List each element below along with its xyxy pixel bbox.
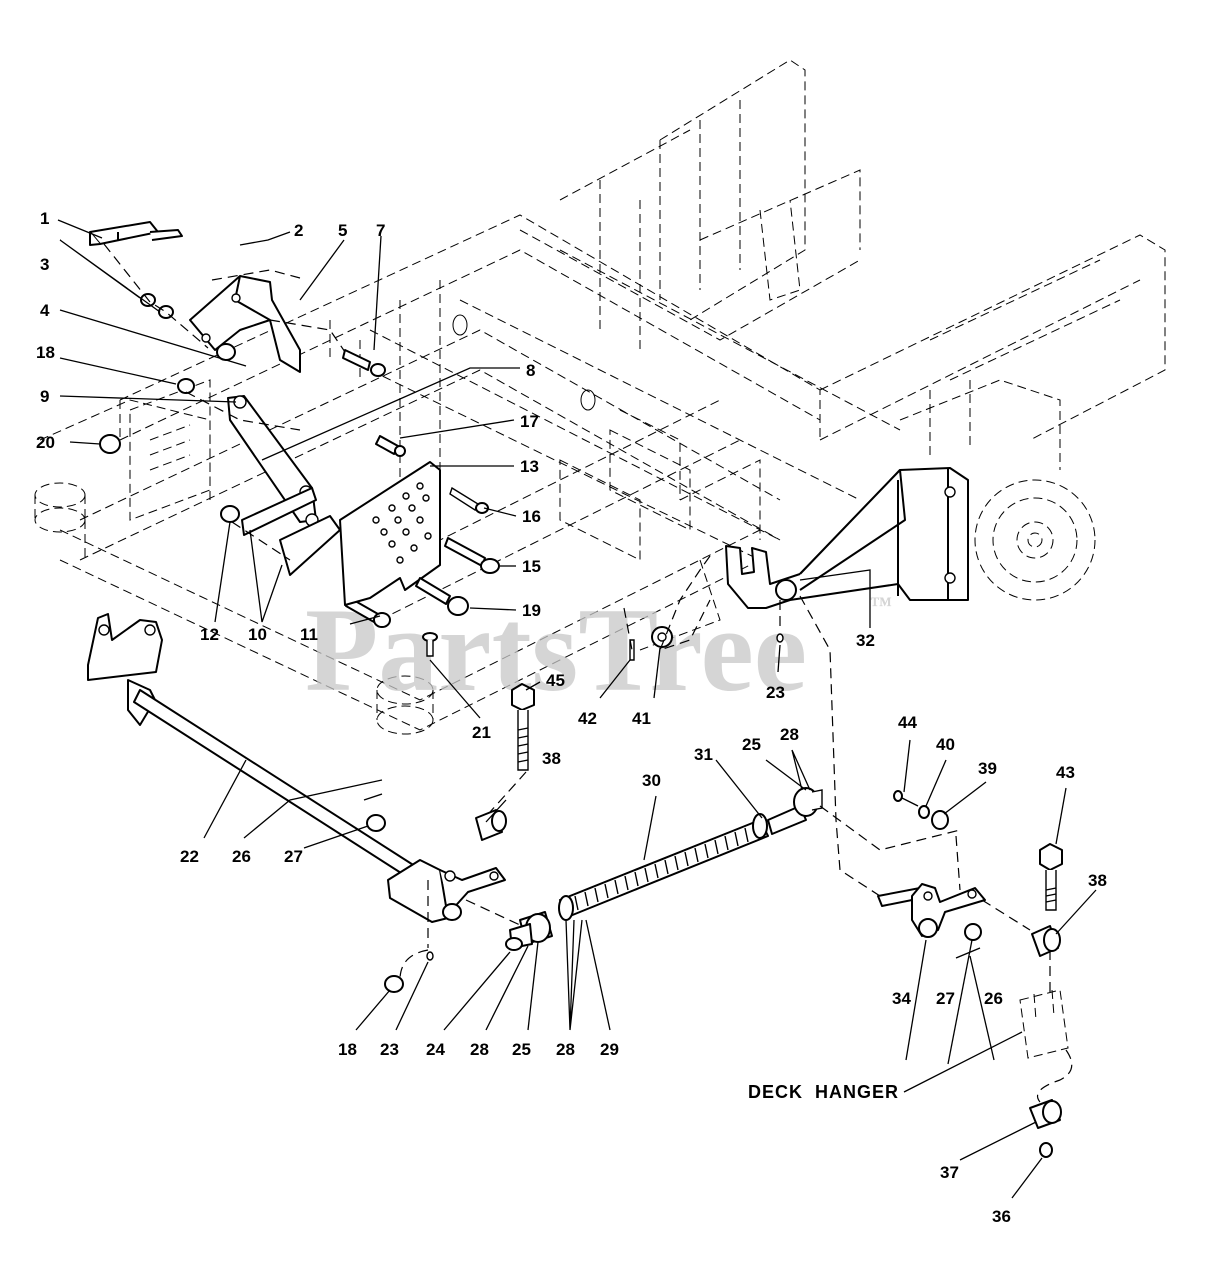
part-12-nut — [220, 505, 240, 523]
part-17-spacer — [375, 435, 406, 457]
callout-27-left: 27 — [284, 847, 303, 866]
callout-9: 9 — [40, 387, 49, 406]
part-36-nut — [1039, 1142, 1053, 1158]
part-32-bracket — [725, 467, 969, 609]
part-45-bolt — [511, 683, 535, 771]
callout-28-left: 28 — [470, 1040, 489, 1059]
callout-2: 2 — [294, 221, 303, 240]
callout-42: 42 — [578, 709, 597, 728]
deck-hanger-label: DECK HANGER — [748, 1082, 899, 1102]
callout-31: 31 — [694, 745, 713, 764]
callout-45: 45 — [546, 671, 565, 690]
callout-26-left: 26 — [232, 847, 251, 866]
part-26-pin-right — [955, 947, 981, 959]
part-20-nut — [99, 434, 121, 454]
callout-24: 24 — [426, 1040, 445, 1059]
part-40-lockwasher — [918, 805, 930, 819]
part-34-bracket — [877, 883, 986, 938]
part-26-pin-left — [363, 793, 383, 801]
callout-30: 30 — [642, 771, 661, 790]
leader-lines — [57, 219, 1097, 1199]
callout-16: 16 — [522, 507, 541, 526]
callout-18-upper: 18 — [36, 343, 55, 362]
callout-40: 40 — [936, 735, 955, 754]
callout-23-upper: 23 — [766, 683, 785, 702]
callout-25-upper: 25 — [742, 735, 761, 754]
mower-frame — [34, 59, 1166, 735]
callout-13: 13 — [520, 457, 539, 476]
callout-12: 12 — [200, 625, 219, 644]
part-5-bracket — [189, 275, 301, 373]
part-27-washer-right — [964, 923, 982, 941]
part-30-spring — [505, 787, 823, 951]
callout-22: 22 — [180, 847, 199, 866]
part-38-block-upper — [475, 809, 507, 841]
part-27-washer-left — [366, 814, 386, 832]
callout-17: 17 — [520, 412, 539, 431]
part-21-screw — [422, 632, 438, 657]
part-18-nut-upper — [177, 378, 195, 394]
callout-15: 15 — [522, 557, 541, 576]
part-15-pin — [444, 537, 500, 574]
callout-39: 39 — [978, 759, 997, 778]
deck-hanger — [1019, 989, 1069, 1059]
assembly-lines — [103, 243, 1073, 1103]
part-39-washer — [931, 810, 949, 830]
callout-28-mid: 28 — [556, 1040, 575, 1059]
callout-41: 41 — [632, 709, 651, 728]
part-23-pin-upper — [776, 633, 784, 643]
callout-26-right: 26 — [984, 989, 1003, 1008]
callout-38-upper: 38 — [542, 749, 561, 768]
callout-19: 19 — [522, 601, 541, 620]
part-1-pin — [89, 221, 183, 246]
callout-10: 10 — [248, 625, 267, 644]
callout-21: 21 — [472, 723, 491, 742]
callout-20: 20 — [36, 433, 55, 452]
trademark-symbol: ™ — [870, 592, 892, 617]
callout-8: 8 — [526, 361, 535, 380]
callout-37: 37 — [940, 1163, 959, 1182]
callout-5: 5 — [338, 221, 347, 240]
callout-28-upper: 28 — [780, 725, 799, 744]
part-22-shaft — [87, 613, 506, 923]
part-7-bolt — [342, 349, 386, 377]
part-9-arm — [227, 395, 319, 527]
callout-43: 43 — [1056, 763, 1075, 782]
watermark-text: PartsTree — [305, 583, 807, 716]
callout-32: 32 — [856, 631, 875, 650]
callout-4: 4 — [40, 301, 50, 320]
part-23-pin-lower — [426, 951, 434, 961]
callout-27-right: 27 — [936, 989, 955, 1008]
callout-34: 34 — [892, 989, 911, 1008]
callout-11: 11 — [300, 625, 318, 644]
callout-38-lower: 38 — [1088, 871, 1107, 890]
part-37-block — [1029, 1099, 1062, 1129]
callout-7: 7 — [376, 221, 385, 240]
part-18-nut-lower — [384, 975, 404, 993]
callout-44: 44 — [898, 713, 917, 732]
callout-18-lower: 18 — [338, 1040, 357, 1059]
part-13-plate — [339, 461, 441, 606]
callout-25-lower: 25 — [512, 1040, 531, 1059]
callout-labels: 1 2 5 7 3 4 18 9 8 17 20 13 16 15 19 12 … — [36, 209, 1107, 1226]
part-44-screw — [893, 790, 919, 807]
callout-29: 29 — [600, 1040, 619, 1059]
part-10-plate — [241, 487, 341, 576]
part-19-bolt — [415, 577, 469, 616]
part-16-bolt — [449, 486, 489, 514]
part-43-bolt — [1039, 843, 1063, 911]
callout-36: 36 — [992, 1207, 1011, 1226]
callout-23-lower: 23 — [380, 1040, 399, 1059]
callout-1: 1 — [40, 209, 49, 228]
callout-3: 3 — [40, 255, 49, 274]
part-38-block-lower — [1031, 925, 1061, 957]
